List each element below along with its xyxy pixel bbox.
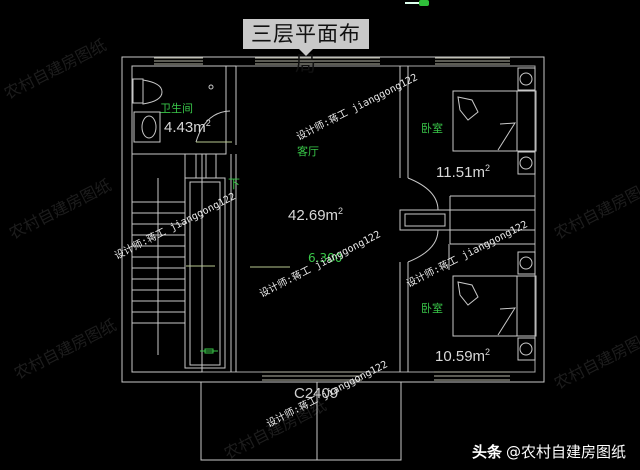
decor-dot [419,0,429,6]
stair-direction-label: 下 [228,177,241,191]
title-pointer [299,49,313,56]
area-living: 42.69m2 [288,206,344,224]
room-label-bedroom-2: 卧室 [421,302,443,315]
balcony [200,381,402,461]
stair-treads [132,201,185,324]
source-platform: 头条 [471,443,502,461]
room-label-bathroom: 卫生间 [160,102,193,115]
window-top-living [255,57,380,65]
page-title: 三层平面布局 [243,19,369,76]
bed-2 [452,275,518,337]
source-footer: 头条@农村自建房图纸 [472,441,626,462]
decor-line [405,2,421,4]
room-label-bedroom-1: 卧室 [421,122,443,135]
window-top-bedroom [435,57,510,65]
bed-1 [452,90,518,152]
area-bathroom: 4.43m2 [164,118,211,136]
window-code-label: C2409 [294,385,339,402]
elevation-label: 6.300 [308,251,343,265]
area-bedroom-1: 11.51m2 [436,163,490,181]
area-bedroom-2: 10.59m2 [435,347,491,365]
window-top-bath [154,57,203,65]
source-handle: @农村自建房图纸 [505,443,626,461]
room-label-living: 客厅 [297,145,319,158]
